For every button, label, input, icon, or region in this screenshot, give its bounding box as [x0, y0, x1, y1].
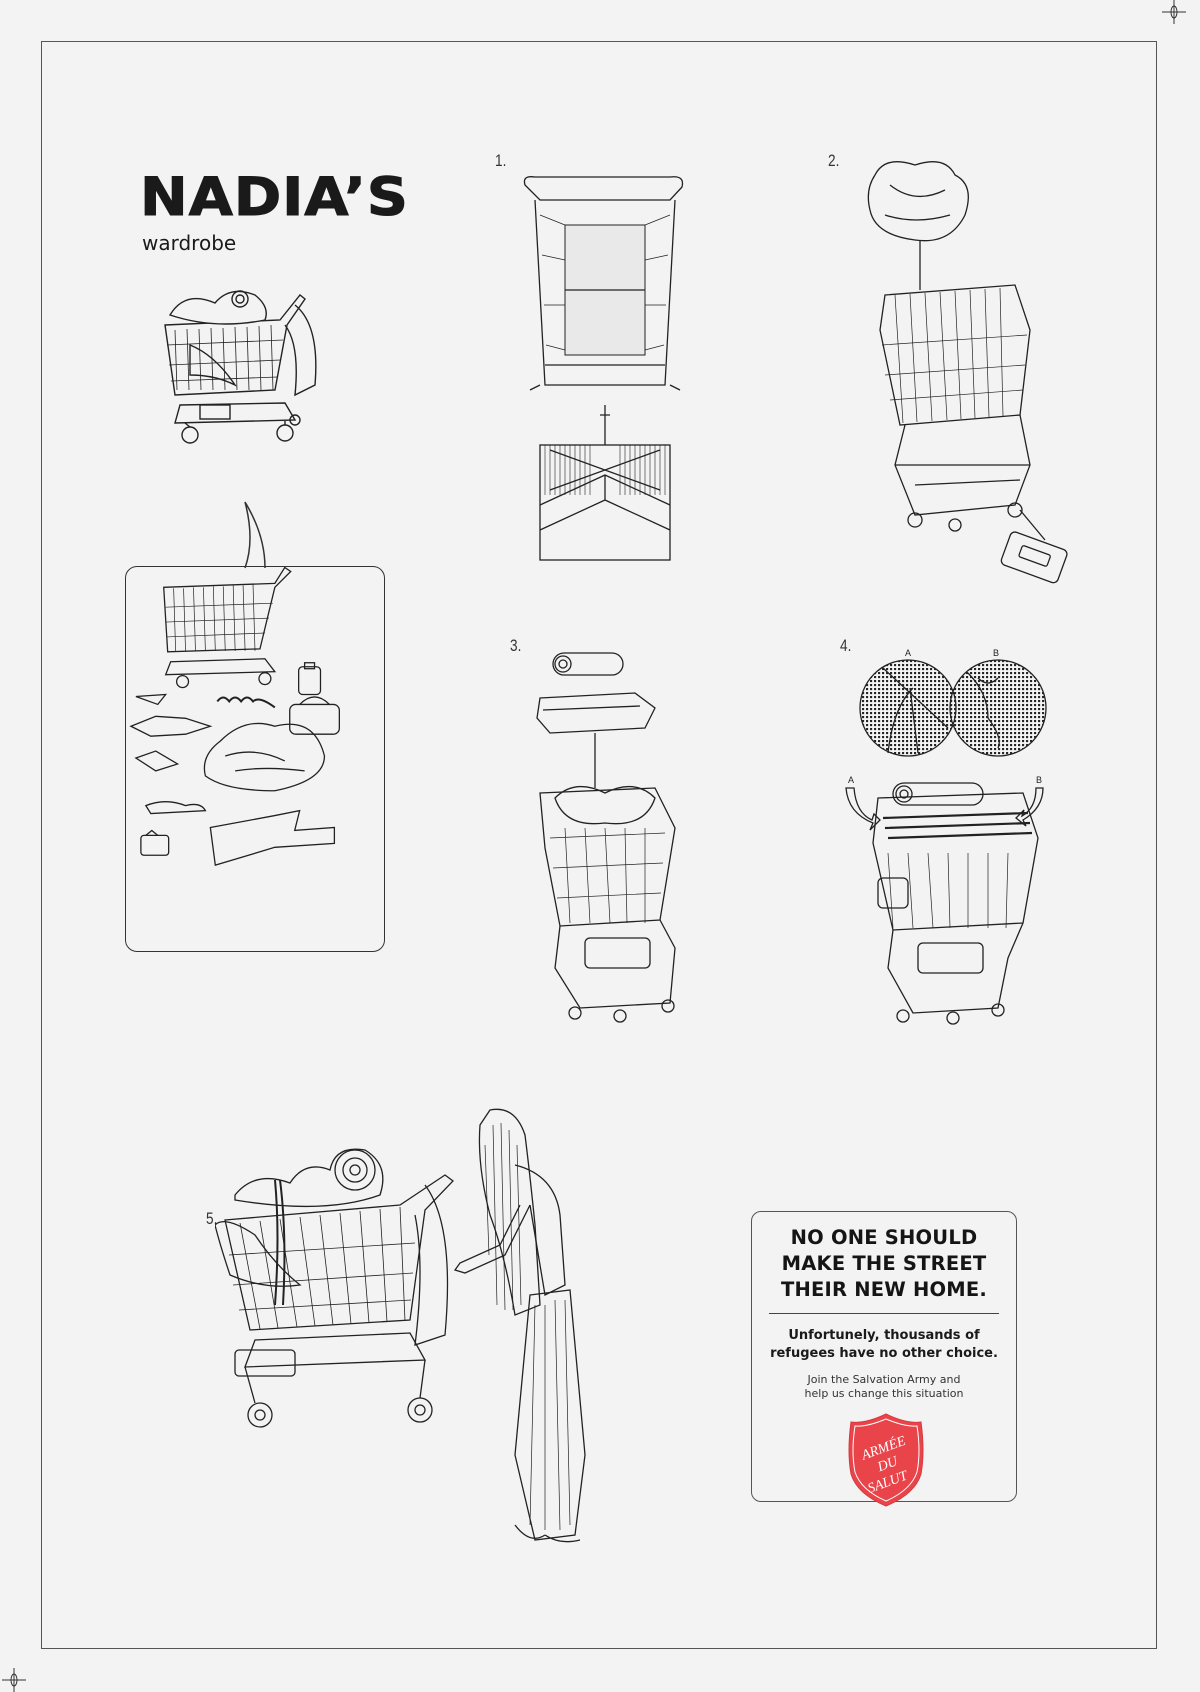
title-block: NADIA’S wardrobe: [139, 167, 409, 255]
registration-mark-icon: [2, 1668, 26, 1692]
poster-frame: [41, 41, 1157, 1649]
cta-divider: [769, 1313, 999, 1314]
step-5-illustration: [215, 1105, 630, 1545]
arrow-label-b: B: [1036, 775, 1042, 785]
cta-body-line: Unfortunely, thousands of: [788, 1328, 980, 1343]
registration-mark-icon: [1162, 0, 1186, 24]
scattered-belongings-illustration: [129, 566, 340, 867]
detail-label-b: B: [993, 648, 999, 658]
step-number-1: 1.: [495, 151, 507, 170]
cta-body-line: refugees have no other choice.: [770, 1346, 998, 1361]
call-to-action-box: NO ONE SHOULD MAKE THE STREET THEIR NEW …: [751, 1211, 1017, 1507]
cta-small-line: help us change this situation: [804, 1387, 964, 1400]
step-number-4: 4.: [840, 636, 852, 655]
poster-title: NADIA’S: [139, 167, 409, 229]
cta-small-text: Join the Salvation Army and help us chan…: [752, 1373, 1016, 1401]
logo-text-line: DU: [875, 1454, 901, 1476]
step-1-illustration: [520, 175, 690, 570]
step-2-illustration: [855, 155, 1080, 625]
step-number-5: 5.: [206, 1209, 218, 1228]
step-number-3: 3.: [510, 636, 522, 655]
cta-body: Unfortunely, thousands of refugees have …: [752, 1327, 1016, 1363]
cta-headline-line: NO ONE SHOULD: [790, 1226, 978, 1249]
step-4-illustration: A B A B: [838, 648, 1063, 1028]
cta-headline-line: THEIR NEW HOME.: [781, 1278, 987, 1301]
step-3-illustration: [535, 648, 695, 1028]
belongings-speech-bubble: [125, 566, 385, 952]
step-number-2: 2.: [828, 151, 840, 170]
cta-headline-line: MAKE THE STREET: [781, 1252, 987, 1275]
detail-label-a: A: [905, 648, 911, 658]
speech-bubble-tail: [244, 501, 266, 569]
salvation-army-shield-logo: ARMÉE DU SALUT: [848, 1413, 924, 1507]
arrow-label-a: A: [848, 775, 854, 785]
loaded-cart-illustration: [155, 285, 335, 465]
poster-subtitle: wardrobe: [142, 231, 237, 255]
cta-small-line: Join the Salvation Army and: [807, 1373, 961, 1386]
cta-headline: NO ONE SHOULD MAKE THE STREET THEIR NEW …: [752, 1225, 1016, 1303]
